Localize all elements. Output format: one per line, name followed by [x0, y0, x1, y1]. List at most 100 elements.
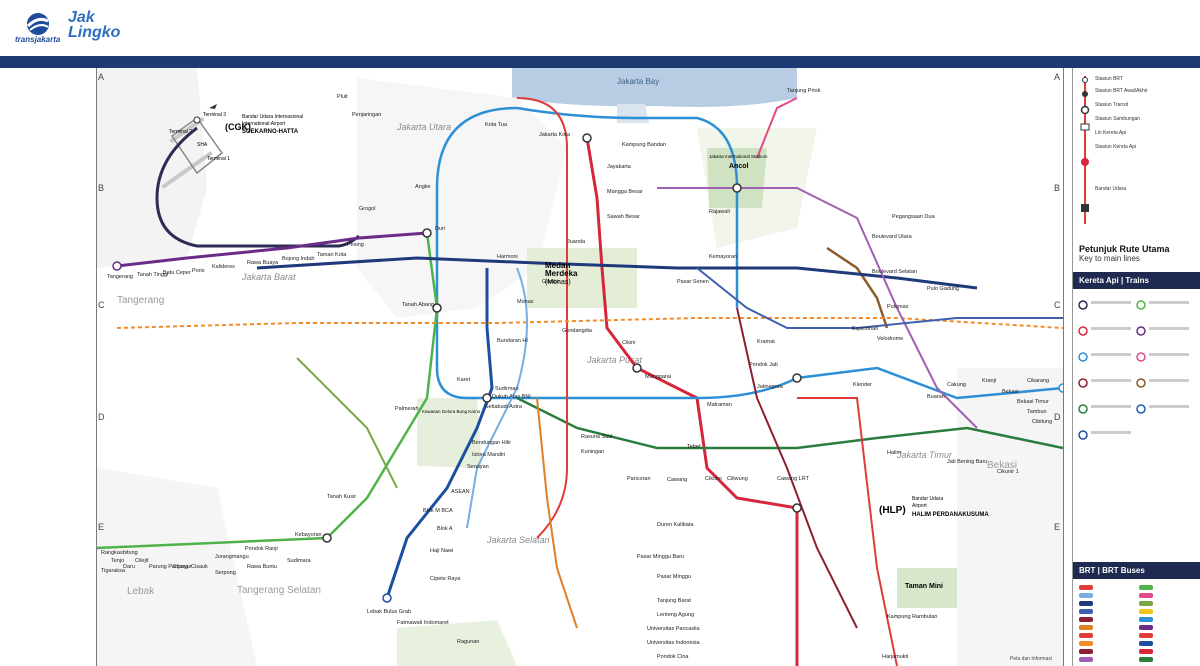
station-sudimara[interactable]: Sudimara — [287, 558, 311, 564]
station-pegangsaan-dua[interactable]: Pegangsaan Dua — [892, 214, 935, 220]
station-harmoni[interactable]: Harmoni — [497, 254, 518, 260]
station-sawah-besar[interactable]: Sawah Besar — [607, 214, 640, 220]
station-bekasi[interactable]: Bekasi — [1002, 389, 1019, 395]
station-rawa-buaya[interactable]: Rawa Buaya — [247, 260, 279, 266]
station-rasuna-said[interactable]: Rasuna Said — [581, 434, 613, 440]
station-tigaraksa[interactable]: Tigaraksa — [101, 568, 126, 574]
station-kalideres[interactable]: Kalideres — [212, 264, 235, 270]
station-duren-kalibata[interactable]: Duren Kalibata — [657, 522, 694, 528]
station-matraman[interactable]: Matraman — [707, 402, 732, 408]
station-asean[interactable]: ASEAN — [451, 489, 470, 495]
station-cawang[interactable]: Cawang — [667, 477, 687, 483]
station-pondok-cina[interactable]: Pondok Cina — [657, 654, 689, 660]
station-daru[interactable]: Daru — [123, 564, 135, 570]
station-pluit[interactable]: Pluit — [337, 94, 348, 100]
station-grogol[interactable]: Grogol — [359, 206, 376, 212]
station-kranji[interactable]: Kranji — [982, 378, 996, 384]
station-pondok-jati[interactable]: Pondok Jati — [749, 362, 778, 368]
station-bekasi-timur[interactable]: Bekasi Timur — [1017, 399, 1049, 405]
station-bojong-indah[interactable]: Bojong Indah — [282, 256, 314, 262]
station-cibitung[interactable]: Cibitung — [1032, 419, 1052, 425]
station-univ-pancasila[interactable]: Universitas Pancasila — [647, 626, 701, 632]
station-pesing[interactable]: Pesing — [347, 242, 364, 248]
station-senayan[interactable]: Senayan — [467, 464, 489, 470]
station-angke[interactable]: Angke — [415, 184, 431, 190]
station-halim[interactable]: Halim — [887, 450, 901, 456]
station-rawa-buntu[interactable]: Rawa Buntu — [247, 564, 277, 570]
station-kebayoran[interactable]: Kebayoran — [295, 532, 322, 538]
transit-map-canvas[interactable]: Jakarta Bay Jakarta Utara Jakarta Barat … — [97, 68, 1063, 666]
station-palmerah[interactable]: Palmerah — [395, 406, 419, 412]
station-jatibening[interactable]: Jati Bening Baru — [947, 459, 987, 465]
station-tangerang[interactable]: Tangerang — [107, 274, 133, 280]
station-istora[interactable]: Istora Mandiri — [472, 452, 505, 458]
station-gambir[interactable]: Gambir — [542, 279, 560, 285]
station-velodrome[interactable]: Velodrome — [877, 336, 903, 342]
station-boulevard-selatan[interactable]: Boulevard Selatan — [872, 269, 917, 275]
station-jayakarta[interactable]: Jayakarta — [607, 164, 632, 170]
station-harjamukti[interactable]: Harjamukti — [882, 654, 908, 660]
station-manggarai[interactable]: Manggarai — [645, 374, 671, 380]
station-buaran[interactable]: Buaran — [927, 394, 945, 400]
station-cipete-raya[interactable]: Cipete Raya — [430, 576, 461, 582]
station-kramat[interactable]: Kramat — [757, 339, 775, 345]
station-penjaringan[interactable]: Penjaringan — [352, 112, 381, 118]
station-kampung-rambutan[interactable]: Kampung Rambutan — [887, 614, 937, 620]
station-cilejit[interactable]: Cilejit — [135, 558, 149, 564]
station-setiabudi[interactable]: Setiabudi Astra — [485, 404, 523, 410]
station-tanjung-barat[interactable]: Tanjung Barat — [657, 598, 691, 604]
station-duri[interactable]: Duri — [435, 226, 445, 232]
station-pulomas[interactable]: Pulomas — [887, 304, 909, 310]
station-tanjung-priok[interactable]: Tanjung Priok — [787, 88, 821, 94]
station-bundaran-hi[interactable]: Bundaran HI — [497, 338, 528, 344]
station-tebet[interactable]: Tebet — [687, 444, 701, 450]
station-cikunir[interactable]: Cikunir 1 — [997, 469, 1019, 475]
station-cikini[interactable]: Cikini — [622, 340, 635, 346]
station-cakung[interactable]: Cakung — [947, 382, 966, 388]
station-sudirman[interactable]: Sudirman — [495, 386, 519, 392]
station-tenjo[interactable]: Tenjo — [111, 558, 124, 564]
station-equestrian[interactable]: Equestrian — [852, 326, 878, 332]
station-cisauk[interactable]: Cisauk — [191, 564, 208, 570]
station-karet[interactable]: Karet — [457, 377, 471, 383]
station-cikarang[interactable]: Cikarang — [1027, 378, 1049, 384]
station-jakarta-kota[interactable]: Jakarta Kota — [539, 132, 571, 138]
station-tambun[interactable]: Tambun — [1027, 409, 1047, 415]
station-serpong[interactable]: Serpong — [215, 570, 236, 576]
station-bendungan-hilir[interactable]: Bendungan Hilir — [472, 440, 511, 446]
station-pondok-ranji[interactable]: Pondok Ranji — [245, 546, 278, 552]
station-lebak-bulus[interactable]: Lebak Bulus Grab — [367, 609, 411, 615]
station-mangga-besar[interactable]: Mangga Besar — [607, 189, 643, 195]
station-dukuh-atas[interactable]: Dukuh Atas BNI — [492, 394, 531, 400]
transit-map[interactable]: Jakarta Bay Jakarta Utara Jakarta Barat … — [96, 68, 1064, 666]
station-cicayur[interactable]: Cicayur — [173, 564, 192, 570]
station-batu-ceper[interactable]: Batu Ceper — [163, 270, 191, 276]
station-jatinegara[interactable]: Jatinegara — [757, 384, 784, 390]
station-poris[interactable]: Poris — [192, 268, 205, 274]
station-klender[interactable]: Klender — [853, 382, 872, 388]
station-taman-kota[interactable]: Taman Kota — [317, 252, 347, 258]
station-pasar-minggu-baru[interactable]: Pasar Minggu Baru — [637, 554, 684, 560]
station-tanah-tinggi[interactable]: Tanah Tinggi — [137, 272, 168, 278]
station-blok-a[interactable]: Blok A — [437, 526, 453, 532]
station-blok-m[interactable]: Blok M BCA — [423, 508, 453, 514]
station-pulo-gadung[interactable]: Pulo Gadung — [927, 286, 959, 292]
station-haji-nawi[interactable]: Haji Nawi — [430, 548, 453, 554]
station-jurangmangu[interactable]: Jurangmangu — [215, 554, 249, 560]
station-parung-panjang[interactable]: Parung Panjang — [149, 564, 188, 570]
station-univ-indonesia[interactable]: Universitas Indonesia — [647, 640, 701, 646]
station-pancoran[interactable]: Pancoran — [627, 476, 651, 482]
station-rajawali[interactable]: Rajawali — [709, 209, 730, 215]
station-kota-tua[interactable]: Kota Tua — [485, 122, 508, 128]
station-kemayoran[interactable]: Kemayoran — [709, 254, 737, 260]
station-rangkasbitung[interactable]: Rangkasbitung — [101, 550, 138, 556]
station-tanah-kusir[interactable]: Tanah Kusir — [327, 494, 356, 500]
station-kuningan[interactable]: Kuningan — [581, 449, 604, 455]
station-kampung-bandan[interactable]: Kampung Bandan — [622, 142, 666, 148]
station-monas[interactable]: Monas — [517, 299, 534, 305]
station-juanda[interactable]: Juanda — [567, 239, 586, 245]
station-gondangdia[interactable]: Gondangdia — [562, 328, 593, 334]
station-pasar-senen[interactable]: Pasar Senen — [677, 279, 709, 285]
station-lenteng-agung[interactable]: Lenteng Agung — [657, 612, 694, 618]
station-boulevard-utara[interactable]: Boulevard Utara — [872, 234, 913, 240]
